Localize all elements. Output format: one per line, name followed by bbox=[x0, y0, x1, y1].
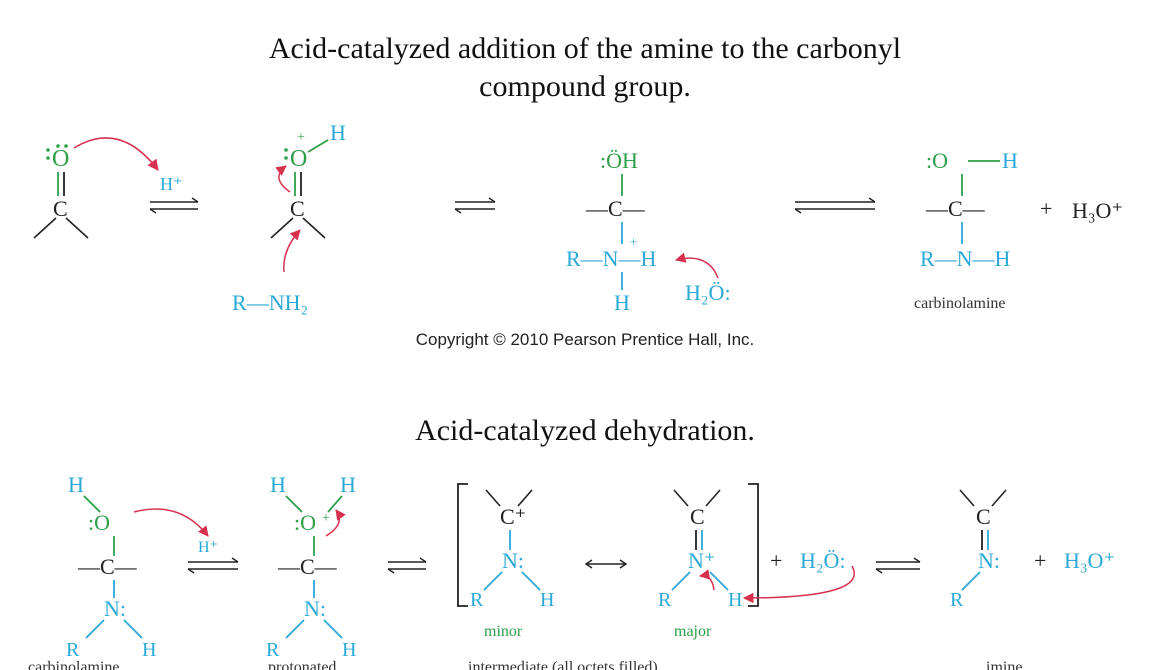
addition-title-line1: Acid-catalyzed addition of the amine to … bbox=[268, 32, 902, 65]
svg-text:R: R bbox=[470, 589, 484, 611]
svg-text::O: :O bbox=[88, 510, 110, 535]
hydronium-label: H₃O⁺ bbox=[1072, 198, 1123, 223]
equilibrium-arrow bbox=[187, 557, 239, 574]
protonated-structure: H H :O + —C— N: R H protonated bbox=[266, 472, 356, 670]
plus-sign: + bbox=[1040, 196, 1052, 221]
svg-text:+: + bbox=[770, 548, 782, 573]
svg-text::O: :O bbox=[294, 510, 316, 535]
hydronium-label: H₃O⁺ bbox=[1064, 548, 1115, 573]
addition-title-line2: compound group. bbox=[479, 70, 691, 103]
svg-text:—C—: —C— bbox=[277, 554, 338, 579]
hydrogen-atom: H bbox=[614, 290, 630, 315]
svg-text:R: R bbox=[66, 639, 80, 661]
intermediate-label: intermediate (all octets filled) bbox=[468, 659, 658, 670]
equilibrium-arrow bbox=[149, 197, 199, 214]
water-label: H₂Ö: bbox=[800, 548, 846, 573]
svg-text:H: H bbox=[728, 589, 742, 611]
ammonium-row: R—N—H bbox=[566, 246, 657, 271]
svg-text:N:: N: bbox=[978, 548, 1000, 573]
minor-resonance-form: C⁺ N: R H minor bbox=[470, 489, 554, 640]
svg-text:+: + bbox=[630, 234, 637, 249]
minor-label: minor bbox=[484, 623, 523, 640]
carbinolamine-label: carbinolamine bbox=[914, 295, 1006, 312]
equilibrium-arrow bbox=[794, 197, 876, 214]
svg-text:H: H bbox=[142, 639, 156, 661]
carbinolamine-structure: :O H —C— R—N—H carbinolamine bbox=[914, 148, 1018, 312]
carbon-atom: C bbox=[53, 196, 68, 221]
svg-text:N:: N: bbox=[304, 596, 326, 621]
tetrahedral-intermediate: :ÖH —C— R—N—H + H H₂Ö: bbox=[566, 148, 731, 315]
svg-text:R: R bbox=[950, 589, 964, 611]
carbonyl-structure: O C bbox=[33, 144, 89, 239]
copyright-notice: Copyright © 2010 Pearson Prentice Hall, … bbox=[415, 330, 755, 349]
protonated-carbonyl-structure: O + H C R—NH₂ bbox=[232, 120, 346, 315]
resonance-brackets bbox=[457, 483, 759, 607]
protonated-label: protonated bbox=[268, 659, 336, 670]
svg-text:R: R bbox=[658, 589, 672, 611]
svg-text:C⁺: C⁺ bbox=[500, 504, 526, 529]
oxygen-atom: O bbox=[290, 146, 307, 172]
amine-row: R—N—H bbox=[920, 246, 1011, 271]
resonance-arrow bbox=[584, 559, 628, 569]
major-label: major bbox=[674, 623, 712, 640]
svg-text:H: H bbox=[340, 472, 356, 497]
svg-text:H: H bbox=[68, 472, 84, 497]
svg-text:N:: N: bbox=[502, 548, 524, 573]
equilibrium-arrow bbox=[454, 197, 496, 214]
oxygen-label: :O bbox=[926, 148, 948, 173]
svg-text:H: H bbox=[342, 639, 356, 661]
hydrogen-atom: H bbox=[330, 120, 346, 145]
svg-text:H: H bbox=[540, 589, 554, 611]
proton-label: H⁺ bbox=[160, 174, 183, 194]
carbinolamine-label: carbinolamine bbox=[28, 659, 120, 670]
oxygen-atom: O bbox=[52, 146, 69, 172]
svg-text:N:: N: bbox=[104, 596, 126, 621]
imine-structure: C N: R imine bbox=[950, 489, 1022, 670]
major-resonance-form: C N⁺ R H major bbox=[658, 489, 742, 640]
svg-text:—C—: —C— bbox=[77, 554, 138, 579]
equilibrium-arrow bbox=[387, 557, 427, 574]
carbinolamine-bottom: H :O —C— N: R H carbinolamine bbox=[28, 472, 156, 670]
amine-label: R—NH₂ bbox=[232, 290, 308, 315]
water-label: H₂Ö: bbox=[685, 280, 731, 305]
imine-label: imine bbox=[986, 659, 1022, 670]
carbon-atom: C bbox=[290, 196, 305, 221]
curved-arrow bbox=[73, 137, 159, 171]
carbon-center: —C— bbox=[925, 196, 986, 221]
svg-text:N⁺: N⁺ bbox=[688, 548, 716, 573]
svg-text:C: C bbox=[690, 504, 705, 529]
svg-text:C: C bbox=[976, 504, 991, 529]
charge-label: + bbox=[297, 130, 305, 145]
svg-text:H: H bbox=[270, 472, 286, 497]
equilibrium-arrow bbox=[875, 557, 921, 574]
svg-text:H: H bbox=[1002, 148, 1018, 173]
hydroxyl-label: :ÖH bbox=[600, 148, 638, 173]
svg-text:+: + bbox=[322, 511, 330, 526]
svg-text:R: R bbox=[266, 639, 280, 661]
dehydration-title: Acid-catalyzed dehydration. bbox=[415, 414, 755, 447]
proton-label: H⁺ bbox=[198, 539, 218, 556]
addition-title: Acid-catalyzed addition of the amine to … bbox=[0, 30, 1170, 106]
carbon-center: —C— bbox=[585, 196, 646, 221]
svg-text:+: + bbox=[1034, 548, 1046, 573]
